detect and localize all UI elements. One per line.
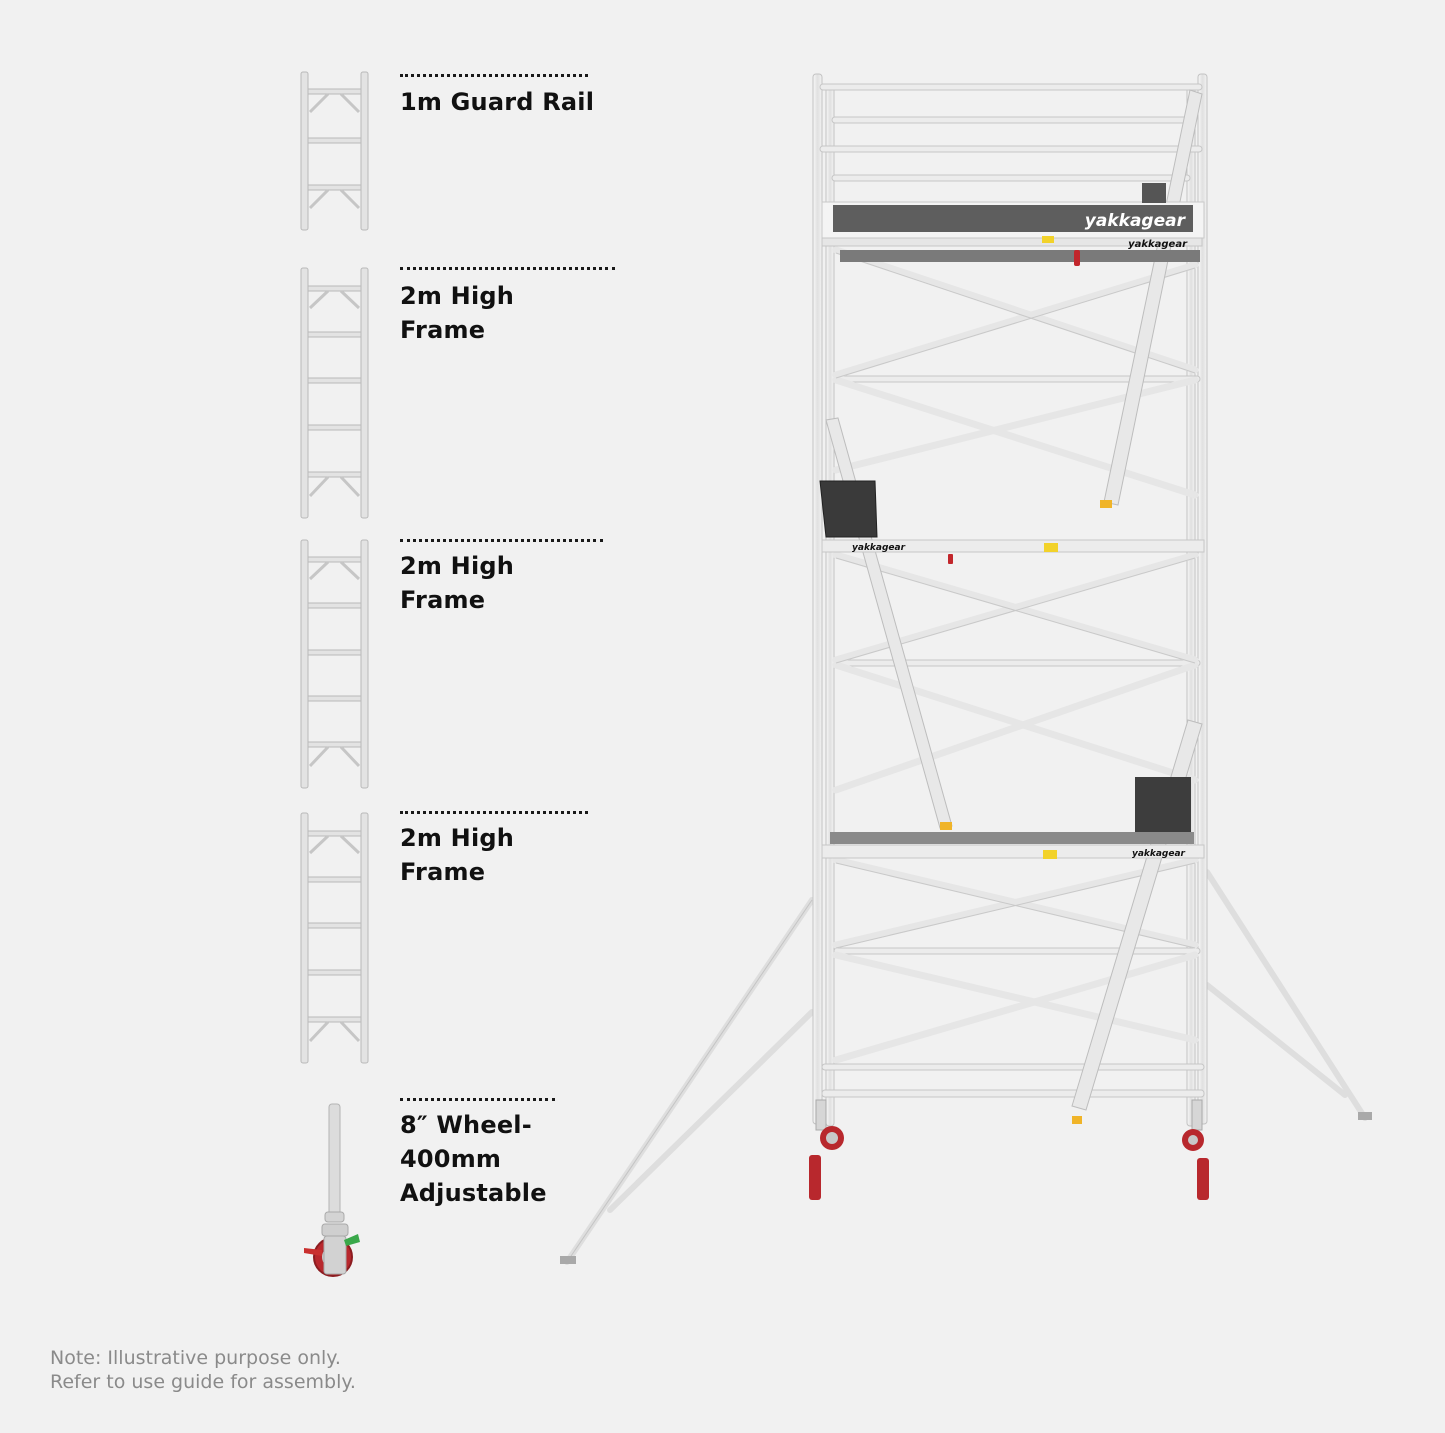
component-label-guard-rail: 1m Guard Rail (400, 88, 595, 116)
component-label-frame-3: 2m High Frame (400, 824, 515, 886)
brand-logo-low: yakkagear (1132, 849, 1186, 859)
component-label-frame-1: 2m High Frame (400, 282, 515, 344)
2m-frame-icon (300, 812, 369, 1064)
component-label-wheel: 8″ Wheel- 400mm Adjustable (400, 1111, 547, 1207)
middle-hatch (819, 480, 1205, 564)
brand-logo-top: yakkagear (1085, 211, 1187, 231)
tower-uprights (812, 73, 1208, 1127)
outrigger-foot (1358, 1112, 1372, 1120)
frame-component-3 (298, 812, 370, 1064)
top-platform-deck (821, 183, 1205, 266)
horizontal-ledgers (821, 375, 1205, 1098)
note-line-1: Note: Illustrative purpose only. (50, 1347, 341, 1369)
ladder-foot-cap (1100, 500, 1112, 508)
leader-dots (400, 1098, 555, 1101)
castor-wheels (809, 1099, 1209, 1200)
wheel-component (300, 1100, 370, 1280)
top-guard-rails (819, 83, 1203, 182)
ladder-foot-cap (1072, 1116, 1082, 1124)
ladder-foot-cap (940, 822, 952, 830)
frame-component-1 (298, 267, 370, 519)
castor-wheel-icon (304, 1103, 360, 1277)
note-line-2: Refer to use guide for assembly. (50, 1371, 356, 1393)
outrigger-right (1204, 869, 1368, 1121)
assembly-note: Note: Illustrative purpose only. Refer t… (50, 1346, 356, 1394)
leader-dots (400, 74, 588, 77)
2m-frame-icon (300, 267, 369, 519)
outrigger-foot (560, 1256, 576, 1264)
component-label-frame-2: 2m High Frame (400, 552, 515, 614)
leader-dots (400, 811, 588, 814)
leader-dots (400, 539, 603, 542)
2m-frame-icon (300, 539, 369, 789)
brand-logo-top-small: yakkagear (1128, 239, 1188, 250)
guard-rail-component (298, 71, 370, 231)
lower-platform-deck (821, 777, 1205, 859)
frame-component-2 (298, 539, 370, 789)
guard-rail-frame-icon (300, 71, 369, 231)
brand-logo-mid: yakkagear (852, 543, 906, 553)
leader-dots (400, 267, 615, 270)
